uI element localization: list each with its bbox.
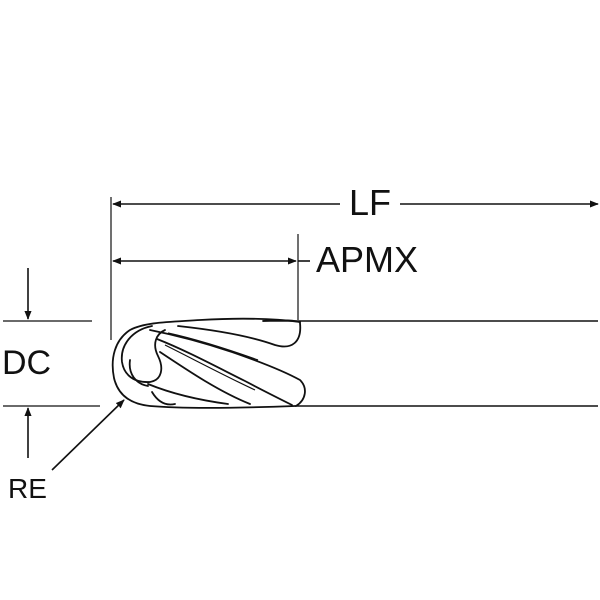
flute-5 <box>151 391 176 406</box>
apmx-dimension: APMX <box>112 234 418 320</box>
tip-lobe <box>120 325 166 383</box>
flute-2 <box>156 338 293 406</box>
flute-edge-upper <box>262 319 301 323</box>
dc-label: DC <box>2 344 51 382</box>
lf-label: LF <box>349 182 391 223</box>
ball-nose-outline <box>111 317 301 409</box>
helix-line-1 <box>167 332 259 361</box>
re-leader-arrow <box>51 399 125 471</box>
apmx-label: APMX <box>316 239 418 280</box>
re-dimension: RE <box>8 399 125 504</box>
flute-4 <box>147 383 229 405</box>
re-label: RE <box>8 473 47 504</box>
ball-nose-cutting-head <box>111 317 306 409</box>
tool-shank <box>263 320 598 407</box>
dc-dimension: DC <box>2 268 100 458</box>
flute-1 <box>149 329 306 407</box>
helix-line-2 <box>164 344 256 391</box>
flute-3 <box>159 351 251 405</box>
tip-inner-lobe <box>128 359 149 387</box>
lf-dimension: LF <box>110 182 599 340</box>
flute-lip-upper <box>177 322 302 348</box>
